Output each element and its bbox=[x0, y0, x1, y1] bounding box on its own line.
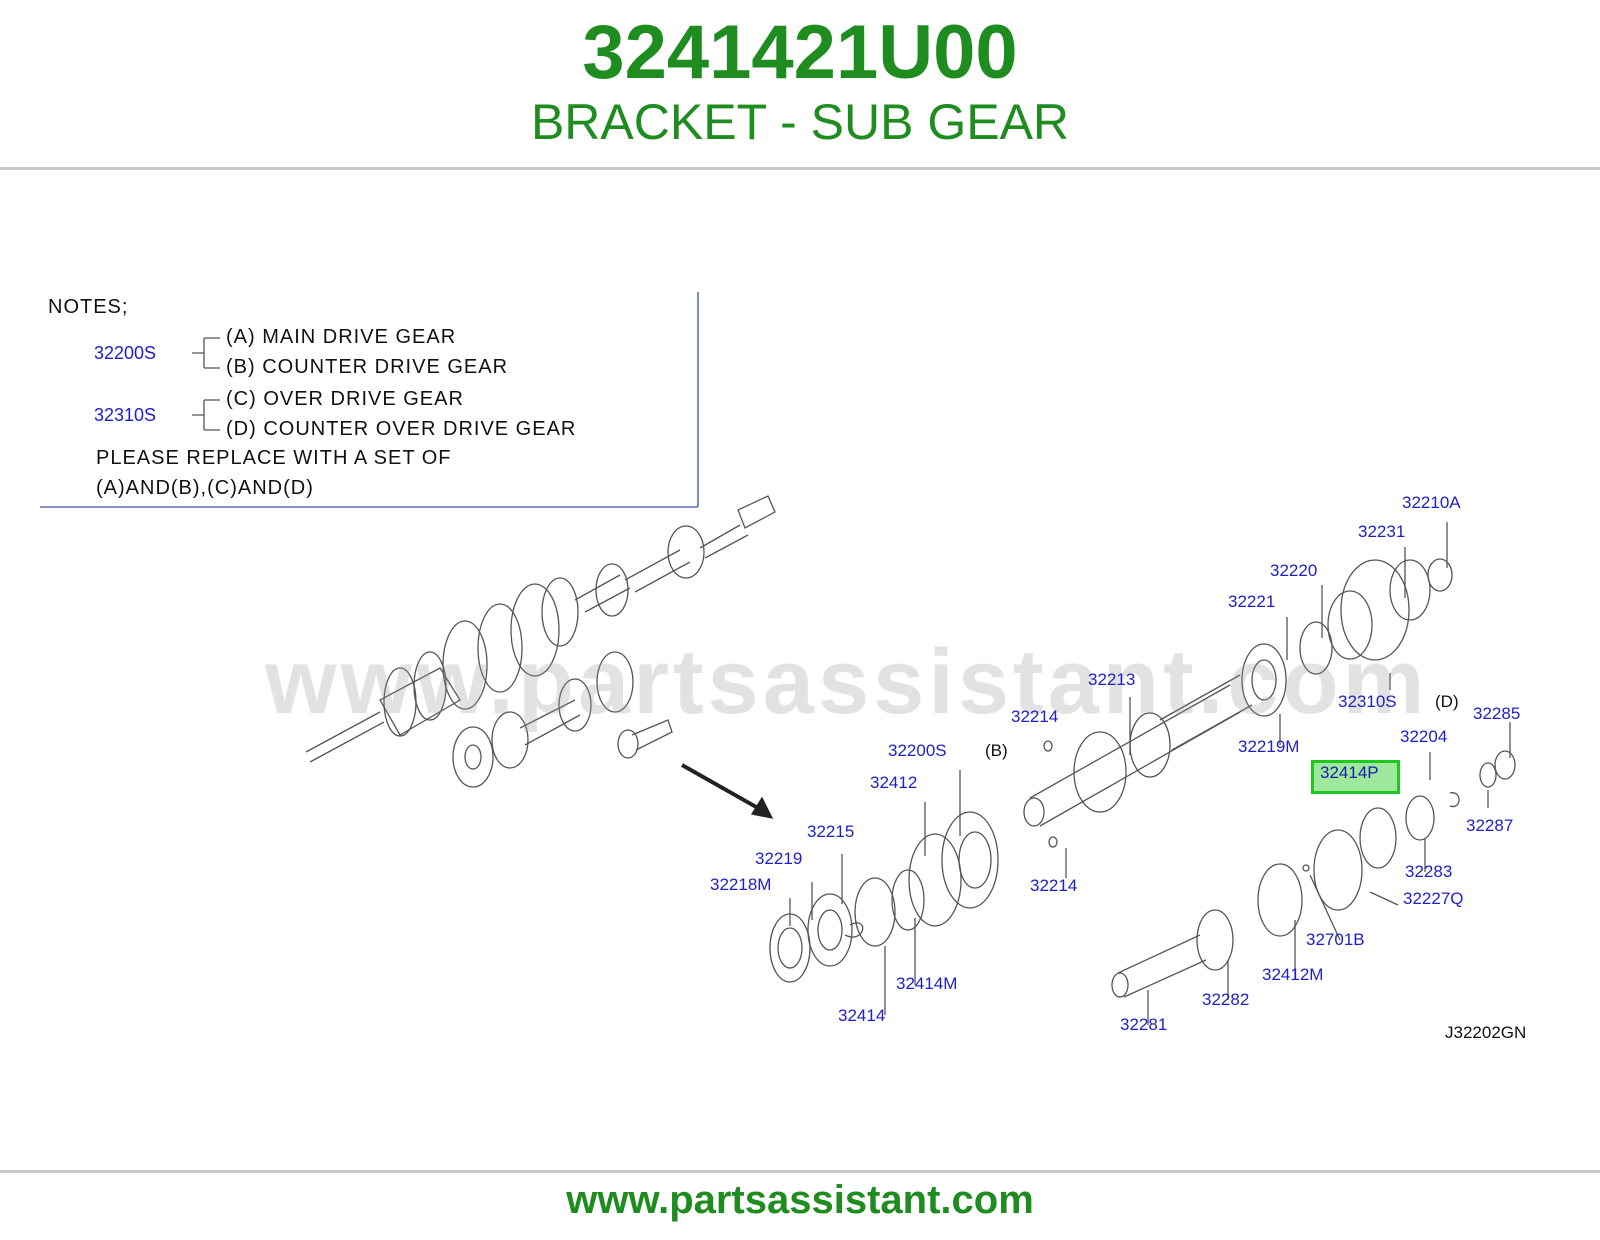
callout-32219[interactable]: 32219 bbox=[755, 849, 803, 868]
callout-32214-top[interactable]: 32214 bbox=[1011, 707, 1059, 726]
target-part-highlight bbox=[1311, 760, 1400, 794]
callout-32214-bottom[interactable]: 32214 bbox=[1030, 876, 1078, 895]
diagram-code: J32202GN bbox=[1445, 1023, 1527, 1042]
footer-divider bbox=[0, 1170, 1600, 1173]
callout-32283[interactable]: 32283 bbox=[1405, 862, 1453, 881]
callout-32412M[interactable]: 32412M bbox=[1262, 965, 1324, 984]
callout-32310S[interactable]: 32310S bbox=[1338, 692, 1397, 711]
callout-32412[interactable]: 32412 bbox=[870, 773, 918, 792]
callout-32287[interactable]: 32287 bbox=[1466, 816, 1514, 835]
callout-32414P[interactable]: 32414P bbox=[1320, 763, 1379, 782]
callout-32231[interactable]: 32231 bbox=[1358, 522, 1406, 541]
page-header: 3241421U00 BRACKET - SUB GEAR bbox=[0, 0, 1600, 170]
callout-32285[interactable]: 32285 bbox=[1473, 704, 1521, 723]
notes-ref-2[interactable]: 32310S bbox=[94, 405, 157, 425]
callout-32200S[interactable]: 32200S bbox=[888, 741, 947, 760]
callout-32227Q[interactable]: 32227Q bbox=[1403, 889, 1464, 908]
callout-32221[interactable]: 32221 bbox=[1228, 592, 1276, 611]
notes-instruction-2: (A)AND(B),(C)AND(D) bbox=[96, 477, 314, 499]
callout-32282[interactable]: 32282 bbox=[1202, 990, 1250, 1009]
notes-instruction-1: PLEASE REPLACE WITH A SET OF bbox=[96, 447, 452, 469]
notes-ref-1[interactable]: 32200S bbox=[94, 343, 157, 363]
notes-item-a: (A) MAIN DRIVE GEAR bbox=[226, 326, 457, 348]
notes-item-d: (D) COUNTER OVER DRIVE GEAR bbox=[226, 418, 577, 440]
callout-label-b: (B) bbox=[985, 741, 1008, 760]
notes-item-c: (C) OVER DRIVE GEAR bbox=[226, 388, 464, 410]
notes-item-b: (B) COUNTER DRIVE GEAR bbox=[226, 356, 509, 378]
part-name-subtitle: BRACKET - SUB GEAR bbox=[530, 94, 1070, 150]
callout-32218M[interactable]: 32218M bbox=[710, 875, 772, 894]
callout-label-d: (D) bbox=[1435, 692, 1459, 711]
header-divider bbox=[0, 167, 1600, 170]
callout-32210A[interactable]: 32210A bbox=[1402, 493, 1461, 512]
part-number-title: 3241421U00 bbox=[582, 10, 1018, 95]
callout-32281[interactable]: 32281 bbox=[1120, 1015, 1168, 1034]
callout-32220[interactable]: 32220 bbox=[1270, 561, 1318, 580]
footer-website-link[interactable]: www.partsassistant.com bbox=[566, 1178, 1034, 1222]
callout-32414M[interactable]: 32414M bbox=[896, 974, 958, 993]
callout-32213[interactable]: 32213 bbox=[1088, 670, 1136, 689]
watermark: www.partsassistant.com bbox=[265, 631, 1429, 733]
callout-32219M[interactable]: 32219M bbox=[1238, 737, 1300, 756]
callout-32204[interactable]: 32204 bbox=[1400, 727, 1448, 746]
callout-32701B[interactable]: 32701B bbox=[1306, 930, 1365, 949]
callout-32414[interactable]: 32414 bbox=[838, 1006, 886, 1025]
notes-title: NOTES; bbox=[48, 296, 129, 318]
callout-32215[interactable]: 32215 bbox=[807, 822, 855, 841]
